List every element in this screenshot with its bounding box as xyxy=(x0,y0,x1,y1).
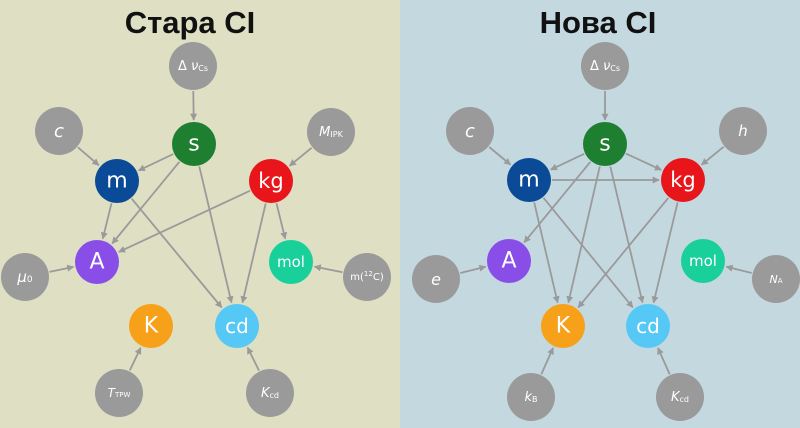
edge-s-to-A xyxy=(111,161,181,245)
constant-label: NA xyxy=(769,273,782,286)
constant-node-kb: kB xyxy=(507,373,555,421)
edge-s-to-m xyxy=(137,153,174,172)
unit-node-K: K xyxy=(129,304,173,348)
edge-kcd-to-cd xyxy=(657,347,671,375)
panel-new-title: Нова СІ xyxy=(540,5,657,40)
constant-node-dv: Δ νCs xyxy=(581,42,629,90)
constant-label: Kcd xyxy=(261,386,279,401)
edge-mu0-to-A xyxy=(49,264,75,273)
constant-label: TTPW xyxy=(108,386,131,400)
unit-node-mol: mol xyxy=(269,240,313,284)
edge-s-to-m xyxy=(550,152,585,171)
edge-h-to-kg xyxy=(701,146,725,166)
constant-label: c xyxy=(54,121,64,142)
edge-kg-to-K xyxy=(577,197,670,309)
constant-node-kcd: Kcd xyxy=(246,369,294,417)
edge-e-to-A xyxy=(460,264,487,274)
unit-label-K: K xyxy=(556,314,571,339)
constant-label: kB xyxy=(524,390,537,405)
edge-kb-to-K xyxy=(540,347,554,375)
unit-label-m: m xyxy=(106,169,127,194)
unit-node-K: K xyxy=(541,304,585,348)
constant-label: Δ νCs xyxy=(178,59,208,74)
constant-node-mc12: m(12C) xyxy=(343,253,391,301)
unit-node-m: m xyxy=(507,158,551,202)
edge-m-to-K xyxy=(533,202,560,304)
unit-label-m: m xyxy=(518,168,539,193)
unit-label-s: s xyxy=(599,132,610,157)
unit-label-s: s xyxy=(188,132,199,157)
edge-s-to-cd xyxy=(198,166,234,304)
constant-label: Kcd xyxy=(671,390,689,405)
unit-node-kg: kg xyxy=(661,158,705,202)
edge-c-to-m xyxy=(77,146,100,166)
edge-s-to-kg xyxy=(625,152,662,171)
panel-old-title: Стара СІ xyxy=(125,5,256,40)
constant-label: m(12C) xyxy=(350,270,384,282)
constant-node-c: c xyxy=(446,107,494,155)
constant-label: e xyxy=(431,270,441,289)
edge-m-to-A xyxy=(100,203,113,240)
edge-mipk-to-kg xyxy=(289,147,313,167)
unit-node-cd: cd xyxy=(626,304,670,348)
edge-kg-to-mol xyxy=(275,203,288,240)
unit-label-A: A xyxy=(501,249,516,274)
unit-node-kg: kg xyxy=(249,159,293,203)
constant-label: h xyxy=(738,122,748,140)
constant-node-h: h xyxy=(719,107,767,155)
edge-s-to-cd xyxy=(609,166,645,304)
edge-na-to-mol xyxy=(725,264,752,274)
edge-kg-to-cd xyxy=(651,202,679,304)
constant-node-kcd: Kcd xyxy=(656,373,704,421)
constant-label: MIPK xyxy=(319,125,343,140)
unit-label-cd: cd xyxy=(636,314,660,338)
edge-s-to-A xyxy=(523,161,592,243)
edge-c-to-m xyxy=(488,146,512,166)
unit-node-s: s xyxy=(172,122,216,166)
unit-node-cd: cd xyxy=(215,304,259,348)
constant-node-c: c xyxy=(35,107,83,155)
constant-node-dv: Δ νCs xyxy=(169,42,217,90)
edge-kg-to-cd xyxy=(240,203,267,304)
constant-label: Δ νCs xyxy=(590,59,620,74)
constant-node-ttpw: TTPW xyxy=(95,369,143,417)
unit-label-cd: cd xyxy=(225,314,249,338)
unit-label-K: K xyxy=(144,314,159,339)
constant-node-e: e xyxy=(412,255,460,303)
unit-node-s: s xyxy=(583,122,627,166)
panel-new-edges xyxy=(460,91,752,375)
constant-node-mipk: MIPK xyxy=(307,108,355,156)
edge-s-to-K xyxy=(566,166,601,304)
unit-node-m: m xyxy=(95,159,139,203)
edge-m-to-cd xyxy=(131,198,223,309)
edge-kcd-to-cd xyxy=(246,346,260,371)
constant-node-na: NA xyxy=(752,255,800,303)
unit-node-A: A xyxy=(75,240,119,284)
constant-node-mu0: μ0 xyxy=(1,253,49,301)
unit-label-mol: mol xyxy=(689,252,717,270)
unit-node-A: A xyxy=(487,239,531,283)
panel-old-edges xyxy=(49,90,343,371)
edge-m-to-cd xyxy=(542,197,634,308)
unit-node-mol: mol xyxy=(681,239,725,283)
edge-ttpw-to-K xyxy=(128,347,142,371)
constant-label: c xyxy=(465,121,475,142)
edge-mc12-to-mol xyxy=(313,264,343,274)
edge-kg-to-A xyxy=(118,189,251,253)
constant-label: μ0 xyxy=(16,268,33,286)
unit-label-kg: kg xyxy=(258,169,284,193)
unit-label-mol: mol xyxy=(277,253,305,271)
unit-label-kg: kg xyxy=(670,168,696,192)
unit-label-A: A xyxy=(89,250,104,275)
